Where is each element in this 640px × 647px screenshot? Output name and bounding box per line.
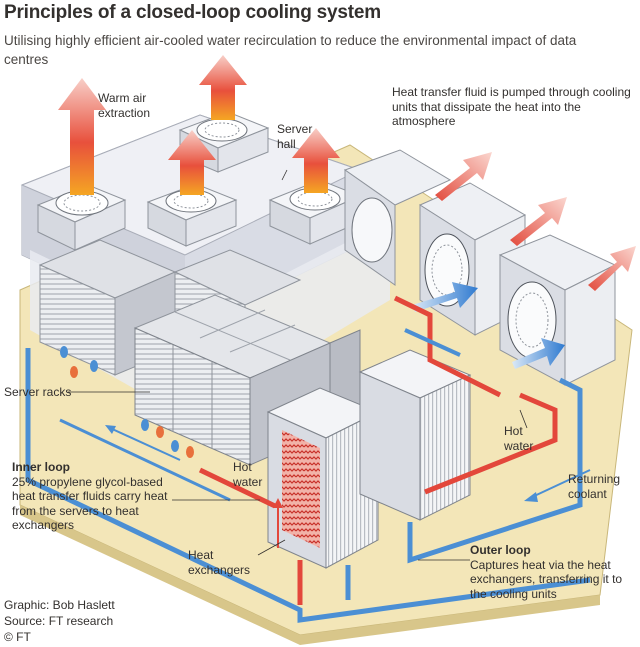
hot-water-right-label: Hot water bbox=[504, 424, 534, 453]
server-racks-label: Server racks bbox=[4, 385, 72, 399]
graphic-credit: Graphic: Bob Haslett bbox=[4, 598, 115, 612]
diagram-title: Principles of a closed-loop cooling syst… bbox=[4, 2, 381, 23]
heat-dissipation-arrow bbox=[588, 246, 636, 291]
server-rack-row bbox=[133, 294, 361, 466]
leader-lines bbox=[68, 169, 528, 561]
coolant-flow-arrow bbox=[412, 282, 478, 312]
returning-coolant-arrow bbox=[524, 469, 591, 502]
heat-dissipation-arrow bbox=[435, 152, 492, 201]
roof-fan-unit bbox=[146, 183, 238, 247]
server-hall-label: Server hall bbox=[277, 122, 313, 151]
heat-exchangers-label: Heat exchangers bbox=[188, 548, 251, 577]
heat-transfer-label: Heat transfer fluid is pumped through co… bbox=[392, 85, 631, 128]
roof-fan-unit bbox=[36, 184, 127, 251]
outer-loop-label: Outer loop Captures heat via the heat ex… bbox=[470, 543, 630, 601]
outer-loop-title: Outer loop bbox=[470, 543, 531, 557]
source-credit: Source: FT research bbox=[4, 614, 114, 628]
warm-air-label: Warm air extraction bbox=[98, 91, 151, 120]
inner-loop-text: 25% propylene glycol-based heat transfer… bbox=[12, 474, 168, 533]
heat-exchanger bbox=[358, 349, 472, 521]
hot-water-arrow bbox=[273, 498, 283, 548]
rack-pipe-connectors bbox=[60, 346, 194, 458]
outer-loop-text: Captures heat via the heat exchangers, t… bbox=[470, 557, 623, 601]
diagram-subtitle: Utilising highly efficient air-cooled wa… bbox=[4, 33, 577, 67]
heat-dissipation-arrow bbox=[510, 197, 567, 246]
inner-loop-label: Inner loop 25% propylene glycol-based he… bbox=[12, 460, 182, 533]
inner-loop-pipes bbox=[25, 348, 591, 623]
inner-loop-flow-arrow bbox=[105, 425, 181, 461]
inner-loop-title: Inner loop bbox=[12, 460, 70, 474]
outer-loop-pipes bbox=[297, 295, 583, 605]
warm-air-arrow bbox=[199, 55, 247, 120]
coolant-flow-arrow bbox=[512, 338, 565, 369]
copyright: © FT bbox=[4, 630, 31, 644]
hot-water-left-label: Hot water bbox=[233, 460, 263, 489]
returning-coolant-label: Returning coolant bbox=[568, 472, 621, 501]
warm-air-arrow bbox=[58, 78, 106, 195]
warm-air-arrow bbox=[292, 128, 340, 193]
heat-exchanger bbox=[266, 387, 380, 569]
cooling-unit bbox=[343, 149, 452, 286]
warm-air-arrow bbox=[168, 130, 216, 195]
